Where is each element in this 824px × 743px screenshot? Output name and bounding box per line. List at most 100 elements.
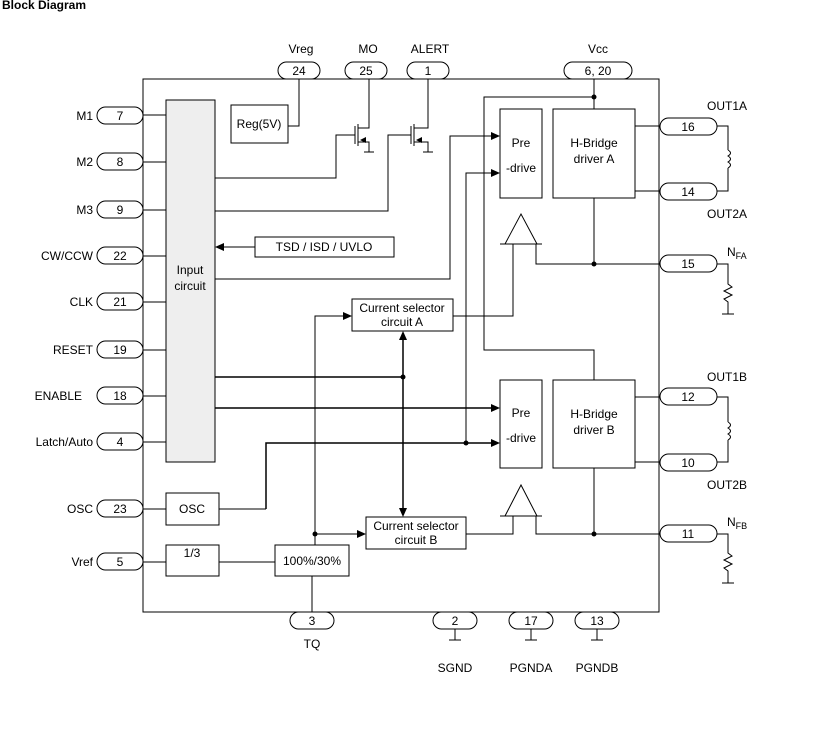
diagram-heading: Block Diagram [2,0,86,12]
pin-cw-ccw [96,246,144,265]
pin-out1a-name: OUT1A [707,99,747,113]
pin-pgnda [508,611,554,630]
torque-select-label: 100%/30% [283,554,341,568]
predrive-a-block [499,108,543,199]
pin-out1b-name: OUT1B [707,370,747,384]
pin-vreg-num: 24 [292,64,306,78]
hbridge-b-label-2: driver B [573,423,614,437]
bottom-pins: 3 TQ 2 SGND 17 PGNDA 13 PGNDB [289,611,620,675]
current-selector-a-label-2: circuit A [381,315,423,329]
pin-alert-name: ALERT [411,42,450,56]
pin-mo-num: 25 [359,64,373,78]
pin-nfb-name: NFB [727,515,747,531]
pin-m2 [96,152,144,171]
pin-nfb-num: 11 [682,527,695,541]
pin-tq-name: TQ [304,637,321,651]
pin-m1-num: 7 [117,109,124,123]
pin-sgnd-num: 2 [452,614,459,628]
right-pins: 16 OUT1A 14 OUT2A 15 NFA 12 OUT1B 10 OUT… [659,99,747,543]
pin-out2b [659,453,718,472]
pin-latch-auto [96,432,144,451]
pin-osc-num: 23 [113,502,127,516]
pin-vref [96,552,144,571]
pin-nfa [659,254,718,273]
divider-label: 1/3 [184,546,201,560]
pin-mo-name: MO [358,42,377,56]
wiring [143,79,734,641]
input-circuit-label-2: circuit [174,279,206,293]
input-circuit-block [165,99,216,463]
pin-out1b-num: 12 [681,390,695,404]
pin-enable-num: 18 [113,389,127,403]
pin-vcc-name: Vcc [588,42,608,56]
current-selector-a-block [351,298,454,332]
pin-sgnd [432,611,478,630]
pin-pgndb [574,611,620,630]
pin-out2a-num: 14 [681,185,695,199]
pin-vreg-name: Vreg [289,42,314,56]
pin-out1a-num: 16 [681,120,695,134]
osc-block [165,492,220,526]
predrive-b-block [499,379,543,469]
pin-pgnda-num: 17 [524,614,538,628]
pin-vcc-num: 6, 20 [585,64,612,78]
pin-pgndb-num: 13 [590,614,604,628]
predrive-b-label-2: -drive [506,431,536,445]
current-selector-b-block [365,516,467,550]
pin-nfb [659,524,718,543]
pin-mo [344,61,388,80]
pin-latch-auto-num: 4 [117,435,124,449]
pin-tq [289,611,335,630]
pin-reset [96,340,144,359]
tsd-label: TSD / ISD / UVLO [276,240,373,254]
pin-clk [96,292,144,311]
pin-m1-name: M1 [76,109,93,123]
pin-out1a [659,117,718,136]
pin-vref-num: 5 [117,555,124,569]
left-pins: 7 M1 8 M2 9 M3 22 CW/CCW 21 CLK 19 RESET… [35,106,144,571]
divider-block [165,544,220,577]
pin-m3 [96,200,144,219]
pin-osc [96,499,144,518]
pin-alert-num: 1 [425,64,432,78]
pin-vreg [277,61,321,80]
top-pins: 24 Vreg 25 MO 1 ALERT 6, 20 Vcc [277,42,633,80]
predrive-b-label-1: Pre [512,406,531,420]
current-selector-b-label-1: Current selector [373,519,458,533]
pin-m3-name: M3 [76,203,93,217]
current-selector-b-label-2: circuit B [395,533,438,547]
regulator-block [230,104,289,144]
pin-alert [406,61,450,80]
pin-cw-ccw-num: 22 [113,249,127,263]
osc-block-label: OSC [179,502,205,516]
torque-select-block [274,544,350,577]
hbridge-a-label-1: H-Bridge [570,136,618,150]
pin-clk-name: CLK [70,295,93,309]
hbridge-b-label-1: H-Bridge [570,407,618,421]
predrive-a-label-1: Pre [512,136,531,150]
regulator-label: Reg(5V) [237,117,282,131]
pin-out2b-name: OUT2B [707,478,747,492]
pin-vcc [563,61,633,80]
pin-sgnd-name: SGND [438,661,473,675]
pin-latch-auto-name: Latch/Auto [36,435,94,449]
pin-osc-name: OSC [67,502,93,516]
hbridge-a-block [552,108,636,199]
predrive-a-label-2: -drive [506,161,536,175]
pin-tq-num: 3 [309,614,316,628]
pin-enable-name: ENABLE [35,389,82,403]
pin-vref-name: Vref [71,555,93,569]
pin-out2a [659,182,718,201]
input-circuit-label-1: Input [177,263,204,277]
pin-m3-num: 9 [117,203,124,217]
pin-nfa-num: 15 [681,257,695,271]
pin-out2b-num: 10 [681,456,695,470]
pin-clk-num: 21 [113,295,127,309]
pin-m1 [96,106,144,125]
hbridge-a-label-2: driver A [574,152,615,166]
pin-out2a-name: OUT2A [707,207,747,221]
pin-out1b [659,387,718,406]
pin-reset-name: RESET [53,343,94,357]
current-selector-a-label-1: Current selector [359,301,444,315]
